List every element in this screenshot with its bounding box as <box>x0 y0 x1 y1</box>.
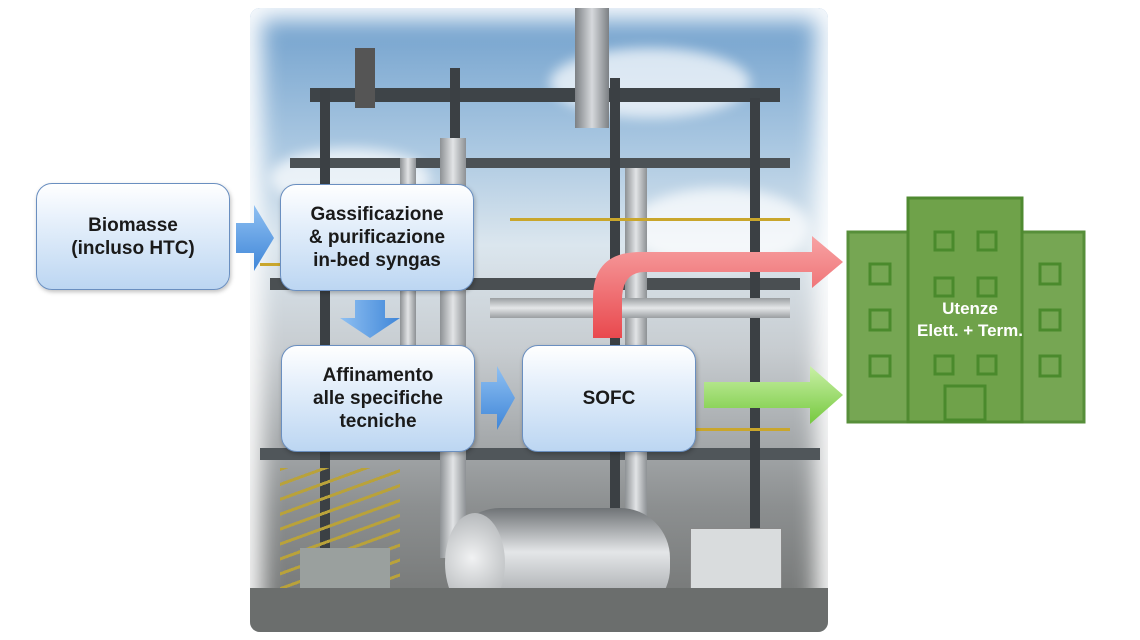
box-sofc: SOFC <box>522 345 696 452</box>
box-affinamento: Affinamento alle specifiche tecniche <box>281 345 475 452</box>
arrow-right-icon <box>481 366 515 430</box>
arrow-down-icon <box>340 300 400 338</box>
box-gassificazione: Gassificazione & purificazione in-bed sy… <box>280 184 474 291</box>
utenze-label: Utenze Elett. + Term. <box>917 299 1023 340</box>
box-biomasse: Biomasse (incluso HTC) <box>36 183 230 290</box>
power-arrow-icon <box>704 366 843 424</box>
heat-arrow-icon <box>593 236 843 338</box>
arrow-right-icon <box>236 205 274 271</box>
